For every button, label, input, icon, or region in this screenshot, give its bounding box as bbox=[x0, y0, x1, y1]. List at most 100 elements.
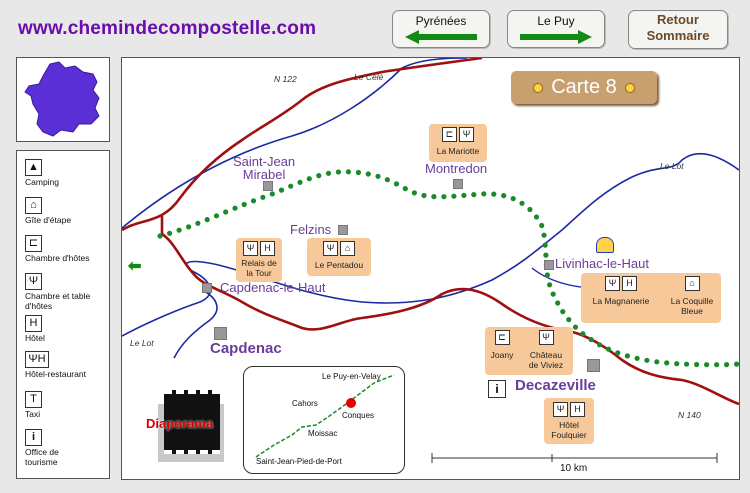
map-card-title: Carte 8 bbox=[511, 71, 657, 104]
route-dot bbox=[501, 193, 507, 199]
route-dot bbox=[393, 181, 400, 187]
route-dot bbox=[355, 169, 361, 176]
next-stage-button[interactable]: Le Puy bbox=[507, 10, 605, 48]
lodging-la-coquille-bleue[interactable]: ⌂ La Coquille Bleue bbox=[663, 276, 721, 316]
place-capdenac: Capdenac bbox=[210, 340, 282, 357]
route-dot bbox=[481, 191, 487, 197]
route-dot bbox=[195, 220, 201, 226]
hotel-icon: H bbox=[570, 402, 585, 417]
dot-icon bbox=[624, 82, 635, 93]
road-label-n140: N 140 bbox=[678, 410, 701, 420]
fork-bed-icon: Ψ bbox=[323, 241, 338, 256]
arrow-left-icon bbox=[405, 30, 477, 44]
route-dot bbox=[241, 201, 247, 208]
inset-label-conques: Conques bbox=[342, 411, 375, 420]
tourist-office-icon[interactable]: i bbox=[488, 380, 506, 398]
prev-stage-button[interactable]: Pyrénées bbox=[392, 10, 490, 48]
route-dot bbox=[167, 230, 173, 236]
route-dot bbox=[306, 176, 312, 182]
taxi-icon: T bbox=[25, 391, 42, 408]
legend-hotel: H Hôtel bbox=[25, 315, 45, 343]
route-dot bbox=[543, 252, 549, 258]
route-dot bbox=[269, 191, 275, 197]
prev-stage-label: Pyrénées bbox=[415, 14, 467, 28]
lodging-label-line2: de Viviez bbox=[528, 360, 564, 370]
route-dot bbox=[555, 300, 561, 306]
lodging-group-decazeville: ⊏ Joany Ψ Château de Viviez bbox=[485, 327, 573, 375]
lodging-joany[interactable]: ⊏ Joany bbox=[487, 330, 517, 360]
lodging-label-line1: Château bbox=[529, 350, 563, 360]
lodging-label-line1: Hôtel bbox=[559, 420, 579, 430]
legend-gite: ⌂ Gîte d'étape bbox=[25, 197, 71, 225]
inset-label-saint-jean: Saint-Jean-Pied-de-Port bbox=[256, 457, 342, 466]
lodging-label-line2: Bleue bbox=[681, 306, 703, 316]
lodging-label: La Magnanerie bbox=[592, 296, 650, 306]
fork-bed-icon: Ψ bbox=[538, 330, 554, 345]
lodging-label-line2: Foulquier bbox=[551, 430, 587, 440]
route-dot bbox=[471, 192, 477, 198]
map-lines bbox=[122, 58, 739, 463]
route-dot bbox=[297, 179, 303, 185]
route-dot bbox=[316, 173, 322, 179]
route-dot bbox=[542, 242, 548, 248]
route-dot bbox=[674, 361, 680, 367]
house-icon: ⌂ bbox=[340, 241, 355, 256]
river-riou bbox=[122, 58, 468, 229]
route-dot bbox=[714, 362, 720, 368]
house-icon: ⌂ bbox=[25, 197, 42, 214]
route-dot bbox=[250, 198, 257, 204]
route-dot bbox=[654, 359, 660, 365]
town-marker bbox=[338, 225, 348, 235]
route-dot bbox=[365, 171, 371, 177]
place-livinhac: Livinhac-le-Haut bbox=[555, 256, 649, 271]
home-label-line1: Retour bbox=[657, 12, 699, 27]
route-dot bbox=[664, 360, 670, 366]
home-label-line2: Sommaire bbox=[646, 28, 710, 43]
lodging-label-line2: la Tour bbox=[246, 268, 272, 278]
site-title[interactable]: www.chemindecompostelle.com bbox=[18, 18, 317, 39]
dot-icon bbox=[533, 82, 544, 93]
legend-label: Chambre et table d'hôtes bbox=[25, 291, 91, 311]
scallop-shell-icon bbox=[596, 237, 614, 253]
route-dot bbox=[411, 190, 417, 196]
route-dot bbox=[451, 193, 457, 199]
diaporama-button[interactable]: Diaporama bbox=[146, 390, 230, 464]
town-marker bbox=[544, 260, 554, 270]
lodging-chateau-de-viviez[interactable]: Ψ Château de Viviez bbox=[519, 330, 573, 370]
lodging-le-pentadou[interactable]: Ψ⌂ Le Pentadou bbox=[307, 238, 371, 276]
arrow-left-icon[interactable]: ⬅ bbox=[128, 258, 142, 275]
place-saint-jean-mirabel: Saint-Jean Mirabel bbox=[233, 155, 295, 181]
route-dot bbox=[335, 169, 341, 175]
home-button[interactable]: Retour Sommaire bbox=[628, 10, 728, 49]
lodging-la-mariotte[interactable]: ⊏Ψ La Mariotte bbox=[429, 124, 487, 162]
map-canvas[interactable]: N 122 Le Célé Le Lot Le Lot N 140 Carte … bbox=[121, 57, 740, 480]
route-dot bbox=[260, 194, 266, 200]
legend-hotel-restaurant: ΨH Hôtel-restaurant bbox=[25, 351, 86, 379]
place-name-line2: Mirabel bbox=[242, 167, 286, 182]
river-label-cele: Le Célé bbox=[354, 72, 384, 82]
route-dot bbox=[288, 183, 294, 189]
bed-icon: ⊏ bbox=[25, 235, 42, 252]
france-icon bbox=[24, 61, 100, 137]
fork-bed-icon: Ψ bbox=[605, 276, 620, 291]
route-dot bbox=[186, 224, 192, 230]
route-dot bbox=[533, 214, 540, 220]
route-overview-inset[interactable]: Le Puy-en-Velay Cahors Conques Moissac S… bbox=[243, 366, 405, 474]
hotel-icon: H bbox=[25, 315, 42, 332]
france-map[interactable] bbox=[16, 57, 110, 142]
lodging-label-line1: La Coquille bbox=[670, 296, 714, 306]
legend-label: Office de tourisme bbox=[25, 447, 59, 467]
route-dot bbox=[375, 173, 381, 179]
river-label-lot-west: Le Lot bbox=[130, 338, 154, 348]
river-label-lot-east: Le Lot bbox=[660, 161, 684, 171]
inset-label-le-puy: Le Puy-en-Velay bbox=[322, 372, 381, 381]
tent-icon: ▲ bbox=[25, 159, 42, 176]
route-dot bbox=[541, 232, 547, 238]
legend-label: Hôtel bbox=[25, 333, 45, 343]
place-felzins: Felzins bbox=[290, 222, 332, 237]
route-dot bbox=[278, 187, 285, 193]
route-dot bbox=[491, 191, 497, 197]
